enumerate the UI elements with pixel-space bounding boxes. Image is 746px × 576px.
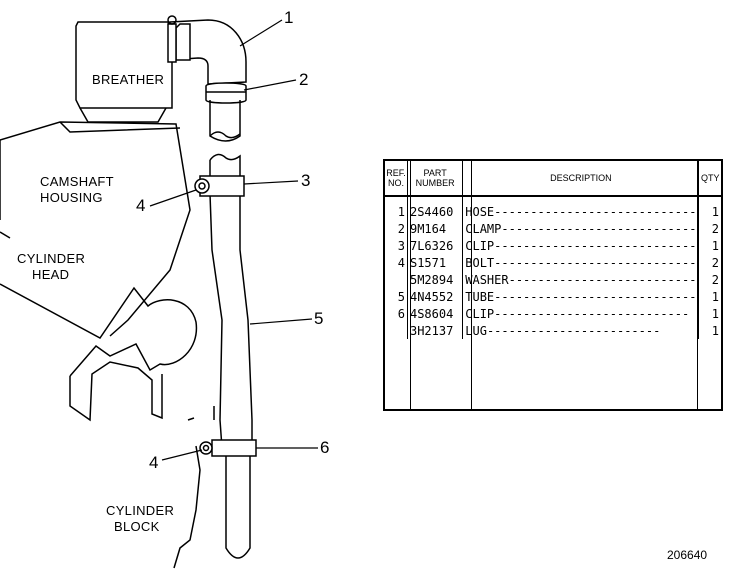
header-qty: QTY xyxy=(698,161,721,197)
label-breather: BREATHER xyxy=(92,72,165,87)
qty-cell: 1 xyxy=(698,237,721,254)
part-number-cell: 2S4460 xyxy=(406,196,463,220)
ref-cell: 4 xyxy=(397,255,405,270)
qty-cell: 1 xyxy=(698,305,721,322)
label-housing: HOUSING xyxy=(40,190,103,205)
callout-6: 6 xyxy=(320,438,330,457)
ref-cell: 3 xyxy=(397,238,405,253)
table-row: 3 7L6326 CLIP---------------------------… xyxy=(385,237,721,254)
part-number-cell: 9M164 xyxy=(406,220,463,237)
qty-cell: 2 xyxy=(698,271,721,288)
leader-lines xyxy=(149,19,318,461)
callout-2: 2 xyxy=(299,70,309,89)
description-cell: WASHER-------------------------- xyxy=(462,271,699,288)
camshaft-housing xyxy=(0,121,191,337)
label-cylinder-head-2: HEAD xyxy=(32,267,70,282)
table-row: 5M2894 WASHER-------------------------- … xyxy=(385,271,721,288)
label-camshaft: CAMSHAFT xyxy=(40,174,114,189)
description-cell: CLIP---------------------------- xyxy=(462,237,699,254)
cylinder-block xyxy=(69,361,215,569)
qty-cell: 1 xyxy=(698,322,721,339)
header-ref-no: REF. NO. xyxy=(385,161,408,197)
callout-5: 5 xyxy=(314,309,324,328)
part-number-cell: 7L6326 xyxy=(406,237,463,254)
part-number-cell: 4N4552 xyxy=(406,288,463,305)
header-part-number: PART NUMBER xyxy=(406,161,463,197)
table-row: 4 S1571 BOLT----------------------------… xyxy=(385,254,721,271)
description-cell: TUBE---------------------------- xyxy=(462,288,699,305)
figure-number: 206640 xyxy=(667,548,708,562)
qty-cell: 2 xyxy=(698,220,721,237)
label-cylinder-block-2: BLOCK xyxy=(114,519,160,534)
ref-cell xyxy=(385,322,407,339)
qty-cell: 1 xyxy=(698,196,721,220)
table-row: 6 4S8604 CLIP---------------------------… xyxy=(385,305,721,322)
table-row: 5 4N4552 TUBE---------------------------… xyxy=(385,288,721,305)
ref-cell: 2 xyxy=(397,221,405,236)
description-cell: BOLT---------------------------- xyxy=(462,254,699,271)
callout-4-lower: 4 xyxy=(149,453,159,472)
ref-cell: 5 xyxy=(397,289,405,304)
parts-list-table: REF. NO. PART NUMBER DESCRIPTION QTY 1 2… xyxy=(383,159,723,411)
clip-upper xyxy=(194,175,245,197)
part-number-cell: 5M2894 xyxy=(406,271,463,288)
table-row: 1 2S4460 HOSE---------------------------… xyxy=(385,196,721,220)
callout-3: 3 xyxy=(301,171,311,190)
ref-cell: 1 xyxy=(397,204,405,219)
cylinder-head xyxy=(0,231,198,377)
description-cell: LUG------------------------ xyxy=(462,322,699,339)
description-cell: CLAMP--------------------------- xyxy=(462,220,699,237)
label-cylinder-head-1: CYLINDER xyxy=(17,251,86,266)
qty-cell: 1 xyxy=(698,288,721,305)
description-cell: CLIP--------------------------- xyxy=(462,305,699,322)
part-number-cell: 3H2137 xyxy=(406,322,463,339)
part-number-cell: 4S8604 xyxy=(406,305,463,322)
description-cell: HOSE---------------------------- xyxy=(462,196,699,220)
table-row: 2 9M164 CLAMP---------------------------… xyxy=(385,220,721,237)
header-description: DESCRIPTION xyxy=(462,161,699,197)
callout-1: 1 xyxy=(284,8,294,27)
tube-lower xyxy=(209,193,253,559)
tube-upper xyxy=(209,100,241,178)
qty-cell: 2 xyxy=(698,254,721,271)
ref-cell: 6 xyxy=(397,306,405,321)
part-number-cell: S1571 xyxy=(406,254,463,271)
callout-4-upper: 4 xyxy=(136,196,146,215)
clip-lower xyxy=(199,439,257,457)
label-cylinder-block-1: CYLINDER xyxy=(106,503,175,518)
ref-cell xyxy=(385,271,407,288)
hose-elbow xyxy=(167,15,247,85)
table-row: 3H2137 LUG------------------------ 1 xyxy=(385,322,721,339)
